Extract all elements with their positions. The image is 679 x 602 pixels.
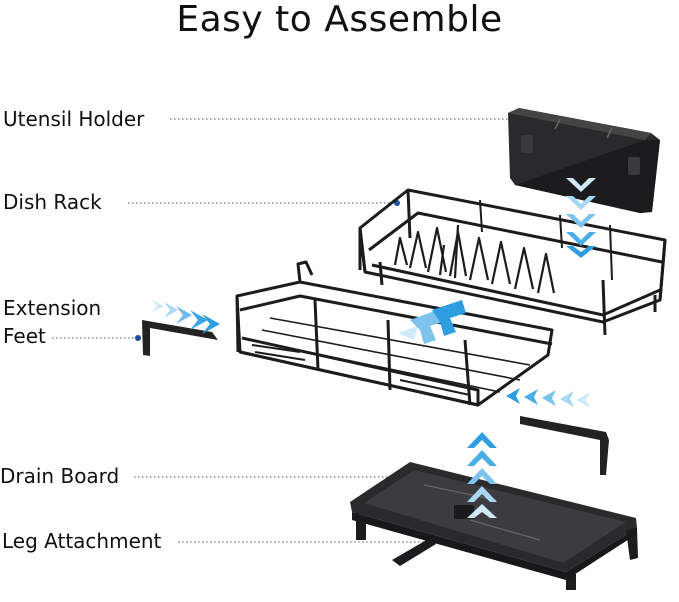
utensil-holder-icon [508,108,660,213]
arrow-up-icon [467,432,497,518]
right-foot-icon [520,416,609,475]
dish-rack-icon [358,188,667,336]
leg-attachment-label: Leg Attachment [2,529,162,553]
arrow-right-icon [152,300,220,334]
arrow-left-icon [506,388,590,408]
leader-lines [52,118,518,543]
leg-attachment-icon [392,538,436,566]
extension-label: Extension [3,296,102,320]
left-foot-icon [142,320,218,356]
feet-label: Feet [3,324,46,348]
dish-rack-label: Dish Rack [3,190,102,214]
drain-board-label: Drain Board [0,464,120,488]
utensil-holder-label: Utensil Holder [3,107,145,131]
extension-rack-icon [235,260,554,407]
arrow-diagonal-icon [398,300,466,344]
arrow-down-icon [566,178,596,258]
page-title: Easy to Assemble [176,0,503,40]
